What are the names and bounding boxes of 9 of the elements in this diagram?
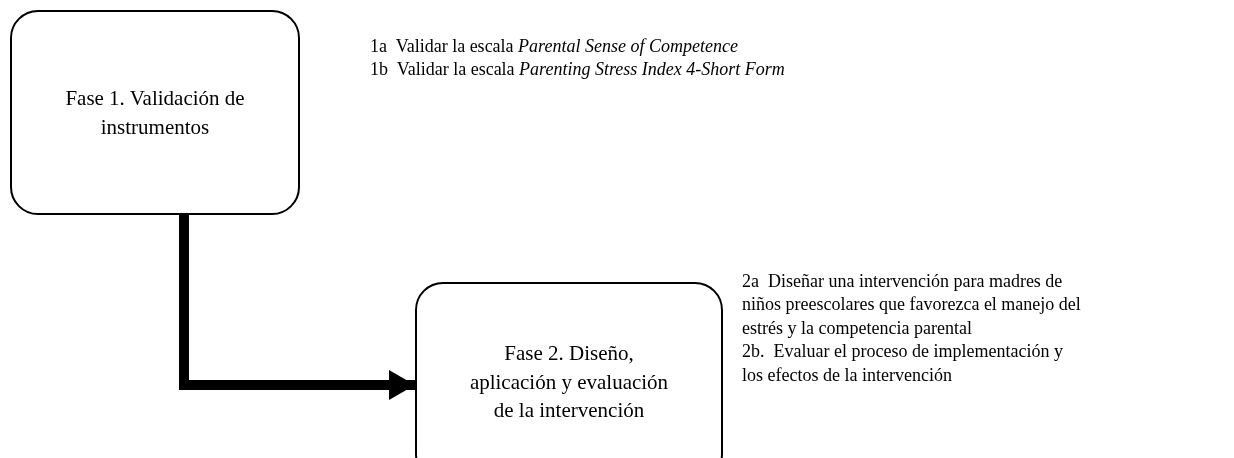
objective-text: 2b. Evaluar el proceso de implementación y los efectos de la intervención	[742, 340, 1064, 387]
objective-text: 1b Validar la escala Parenting Stress Index 4-Short Form	[370, 58, 786, 82]
phase-box	[415, 282, 723, 458]
arrow	[179, 215, 415, 400]
objective-text: 1a Validar la escala Parental Sense of Competence	[370, 35, 739, 58]
objective-text: 2a Diseñar una intervención para madres de niños preescolares que favorezca el manejo del estrés y la competencia parental	[742, 270, 1082, 340]
phase-box	[10, 10, 300, 215]
phase-title: Fase 1. Validación de instrumentos	[64, 85, 246, 141]
phase-title: Fase 2. Diseño, aplicación y evaluación de la intervención	[468, 340, 670, 425]
